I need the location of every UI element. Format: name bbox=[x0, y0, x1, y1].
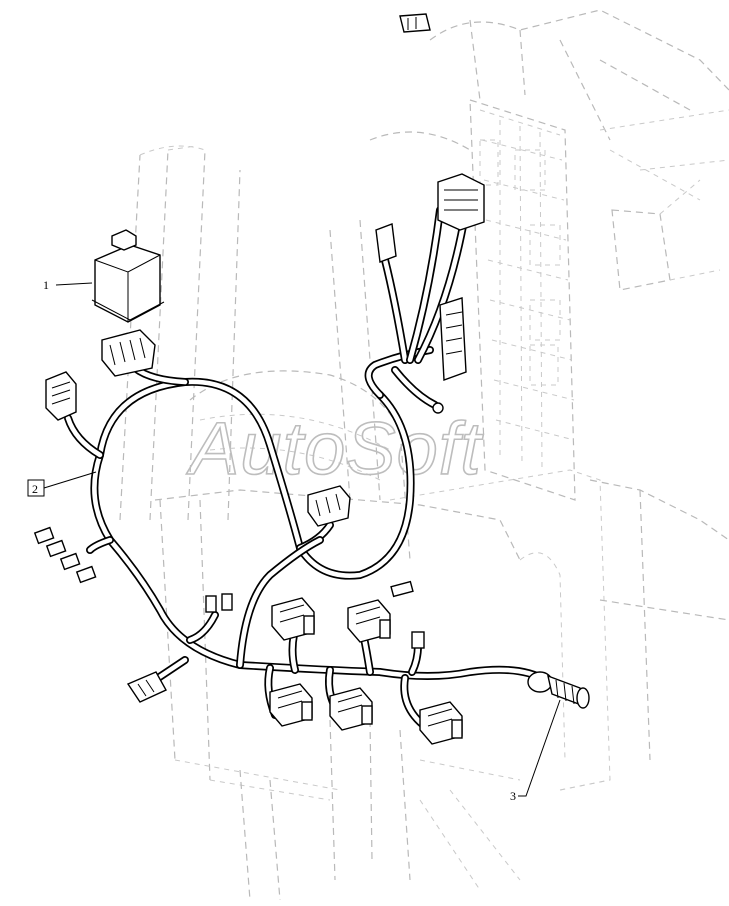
ground-eyelet bbox=[432, 402, 444, 414]
small-connector-upper bbox=[375, 223, 397, 263]
plug-group-left bbox=[33, 526, 97, 584]
fuse-connector-lower bbox=[439, 297, 467, 381]
connector-lower-1 bbox=[269, 683, 313, 727]
plug-small-b bbox=[221, 593, 233, 611]
connector-lower-2 bbox=[329, 687, 373, 731]
callout-1: 1 bbox=[43, 278, 49, 292]
plug-small-c bbox=[390, 580, 414, 598]
plug-lower-left bbox=[126, 671, 167, 703]
connector-top-left bbox=[45, 371, 77, 421]
round-connector-part-3 bbox=[527, 671, 590, 709]
connector-top bbox=[399, 13, 431, 33]
harness-wires bbox=[64, 206, 549, 734]
plug-small-a bbox=[205, 595, 217, 613]
callout-3: 3 bbox=[510, 789, 516, 803]
relay-part-1 bbox=[91, 229, 165, 323]
connector-upper-1 bbox=[271, 597, 315, 641]
connector-lower-3 bbox=[419, 701, 463, 745]
relay-socket bbox=[101, 329, 156, 377]
background-structure bbox=[119, 9, 729, 901]
watermark-text: AutoSoft bbox=[186, 407, 484, 490]
connector-upper-2 bbox=[347, 599, 391, 643]
plug-small-d bbox=[411, 631, 425, 649]
callout-2: 2 bbox=[32, 482, 38, 496]
fuse-connector-upper bbox=[437, 173, 485, 231]
callouts: 1 2 3 bbox=[27, 278, 561, 803]
components bbox=[33, 13, 590, 745]
connector-mid bbox=[307, 485, 351, 527]
